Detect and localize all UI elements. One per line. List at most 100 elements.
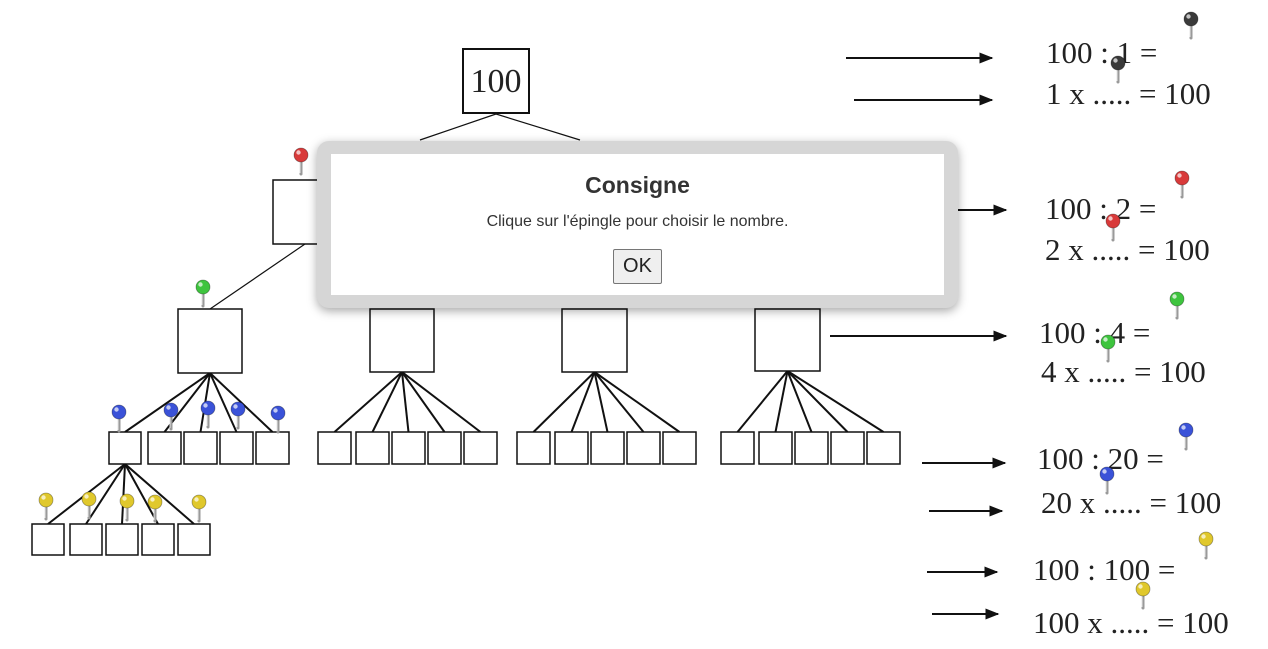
level3-box-4-1 bbox=[720, 431, 755, 465]
branch-level2-2-to-5 bbox=[401, 371, 482, 433]
level2-box-4 bbox=[754, 308, 821, 372]
level3-box-1-3 bbox=[183, 431, 218, 465]
pin-level4-yellow-1[interactable] bbox=[38, 492, 54, 521]
branch-level3-to-level4-2 bbox=[85, 463, 126, 525]
pin-level2-green[interactable] bbox=[195, 279, 211, 308]
level4-box-2 bbox=[69, 523, 103, 556]
root-value: 100 bbox=[471, 63, 522, 100]
level3-box-3-2 bbox=[554, 431, 589, 465]
branch-root-right bbox=[495, 113, 581, 141]
level2-box-1 bbox=[177, 308, 243, 374]
branch-level1-level2 bbox=[209, 243, 306, 310]
equation-3-division: 100 : 4 = bbox=[1039, 315, 1151, 350]
branch-level3-to-level4-5 bbox=[124, 463, 195, 525]
pin-eq1-division[interactable] bbox=[1183, 11, 1199, 40]
branch-level3-to-level4-3 bbox=[121, 463, 126, 525]
branch-level2-2-to-2 bbox=[371, 371, 403, 433]
pin-eq5-division[interactable] bbox=[1198, 531, 1214, 560]
ok-button[interactable]: OK bbox=[613, 249, 662, 284]
branch-level2-3-to-2 bbox=[570, 371, 596, 433]
tree-branches bbox=[47, 113, 885, 525]
level3-box-2-5 bbox=[463, 431, 498, 465]
level3-box-1-5 bbox=[255, 431, 290, 465]
pin-level3-blue-3[interactable] bbox=[200, 400, 216, 429]
level2-box-3 bbox=[561, 308, 628, 373]
branch-level2-2-to-1 bbox=[333, 371, 403, 433]
pin-eq4-division[interactable] bbox=[1178, 422, 1194, 451]
branch-level2-2-to-3 bbox=[401, 371, 410, 433]
level3-box-4-2 bbox=[758, 431, 793, 465]
level3-box-3-3 bbox=[590, 431, 625, 465]
tree-boxes: 100 bbox=[31, 48, 901, 556]
level3-box-2-1 bbox=[317, 431, 352, 465]
branch-level2-1-to-4 bbox=[209, 372, 238, 433]
pin-eq4-multiplication[interactable] bbox=[1099, 466, 1115, 495]
pin-eq1-multiplication[interactable] bbox=[1110, 55, 1126, 84]
level3-box-1-2 bbox=[147, 431, 182, 465]
level3-box-4-3 bbox=[794, 431, 829, 465]
branch-level2-3-to-5 bbox=[593, 371, 681, 433]
dialog-message: Clique sur l'épingle pour choisir le nom… bbox=[486, 213, 789, 230]
branch-level2-1-to-1 bbox=[124, 372, 211, 433]
pin-level3-blue-1[interactable] bbox=[111, 404, 127, 433]
dialog-title: Consigne bbox=[585, 172, 690, 198]
root-box bbox=[462, 48, 530, 114]
branch-level2-3-to-3 bbox=[593, 371, 609, 433]
level3-box-1-4 bbox=[219, 431, 254, 465]
equation-2-multiplication: 2 x ..... = 100 bbox=[1045, 232, 1210, 267]
pin-level4-yellow-2[interactable] bbox=[81, 491, 97, 520]
pin-level1-red[interactable] bbox=[293, 147, 309, 176]
pin-eq3-division[interactable] bbox=[1169, 291, 1185, 320]
branch-level2-4-to-1 bbox=[736, 370, 789, 433]
branch-level3-to-level4-4 bbox=[124, 463, 159, 525]
pin-eq2-multiplication[interactable] bbox=[1105, 213, 1121, 242]
equation-2-division: 100 : 2 = bbox=[1045, 191, 1157, 226]
level3-box-3-4 bbox=[626, 431, 661, 465]
level3-box-2-3 bbox=[391, 431, 426, 465]
pin-eq5-multiplication[interactable] bbox=[1135, 581, 1151, 610]
pin-eq3-multiplication[interactable] bbox=[1100, 334, 1116, 363]
equation-arrows bbox=[830, 52, 1008, 620]
pin-level4-yellow-5[interactable] bbox=[191, 494, 207, 523]
dialog-body: Consigne Clique sur l'épingle pour chois… bbox=[331, 154, 944, 295]
pin-level3-blue-4[interactable] bbox=[230, 401, 246, 430]
equation-5-division: 100 : 100 = bbox=[1033, 552, 1176, 587]
level4-box-3 bbox=[105, 523, 139, 556]
level4-box-4 bbox=[141, 523, 175, 556]
equation-1-multiplication: 1 x ..... = 100 bbox=[1046, 76, 1211, 111]
branch-level2-4-to-2 bbox=[774, 370, 789, 433]
level3-box-2-2 bbox=[355, 431, 390, 465]
equation-4-multiplication: 20 x ..... = 100 bbox=[1041, 485, 1222, 520]
equation-4-division: 100 : 20 = bbox=[1037, 441, 1164, 476]
level1-box-1 bbox=[272, 179, 321, 245]
level3-box-3-5 bbox=[662, 431, 697, 465]
level3-box-4-5 bbox=[866, 431, 901, 465]
pin-eq2-division[interactable] bbox=[1174, 170, 1190, 199]
branch-level2-2-to-4 bbox=[401, 371, 446, 433]
level2-box-2 bbox=[369, 308, 435, 373]
branch-level2-3-to-4 bbox=[593, 371, 645, 433]
branch-level2-3-to-1 bbox=[532, 371, 596, 433]
branch-level2-4-to-5 bbox=[786, 370, 885, 433]
level4-box-1 bbox=[31, 523, 65, 556]
pin-level4-yellow-4[interactable] bbox=[147, 494, 163, 523]
pin-level4-yellow-3[interactable] bbox=[119, 493, 135, 522]
level3-box-4-4 bbox=[830, 431, 865, 465]
equation-5-multiplication: 100 x ..... = 100 bbox=[1033, 605, 1229, 640]
pin-level3-blue-2[interactable] bbox=[163, 402, 179, 431]
branch-level2-4-to-4 bbox=[786, 370, 849, 433]
branch-level2-1-to-5 bbox=[209, 372, 274, 433]
branch-level2-4-to-3 bbox=[786, 370, 813, 433]
level4-box-5 bbox=[177, 523, 211, 556]
level3-box-3-1 bbox=[516, 431, 551, 465]
level3-box-2-4 bbox=[427, 431, 462, 465]
equation-3-multiplication: 4 x ..... = 100 bbox=[1041, 354, 1206, 389]
pin-level3-blue-5[interactable] bbox=[270, 405, 286, 434]
pins bbox=[38, 147, 309, 523]
level3-box-1-1 bbox=[108, 431, 142, 465]
equation-1-division: 100 : 1 = bbox=[1046, 35, 1158, 70]
branch-root-left bbox=[419, 113, 497, 141]
